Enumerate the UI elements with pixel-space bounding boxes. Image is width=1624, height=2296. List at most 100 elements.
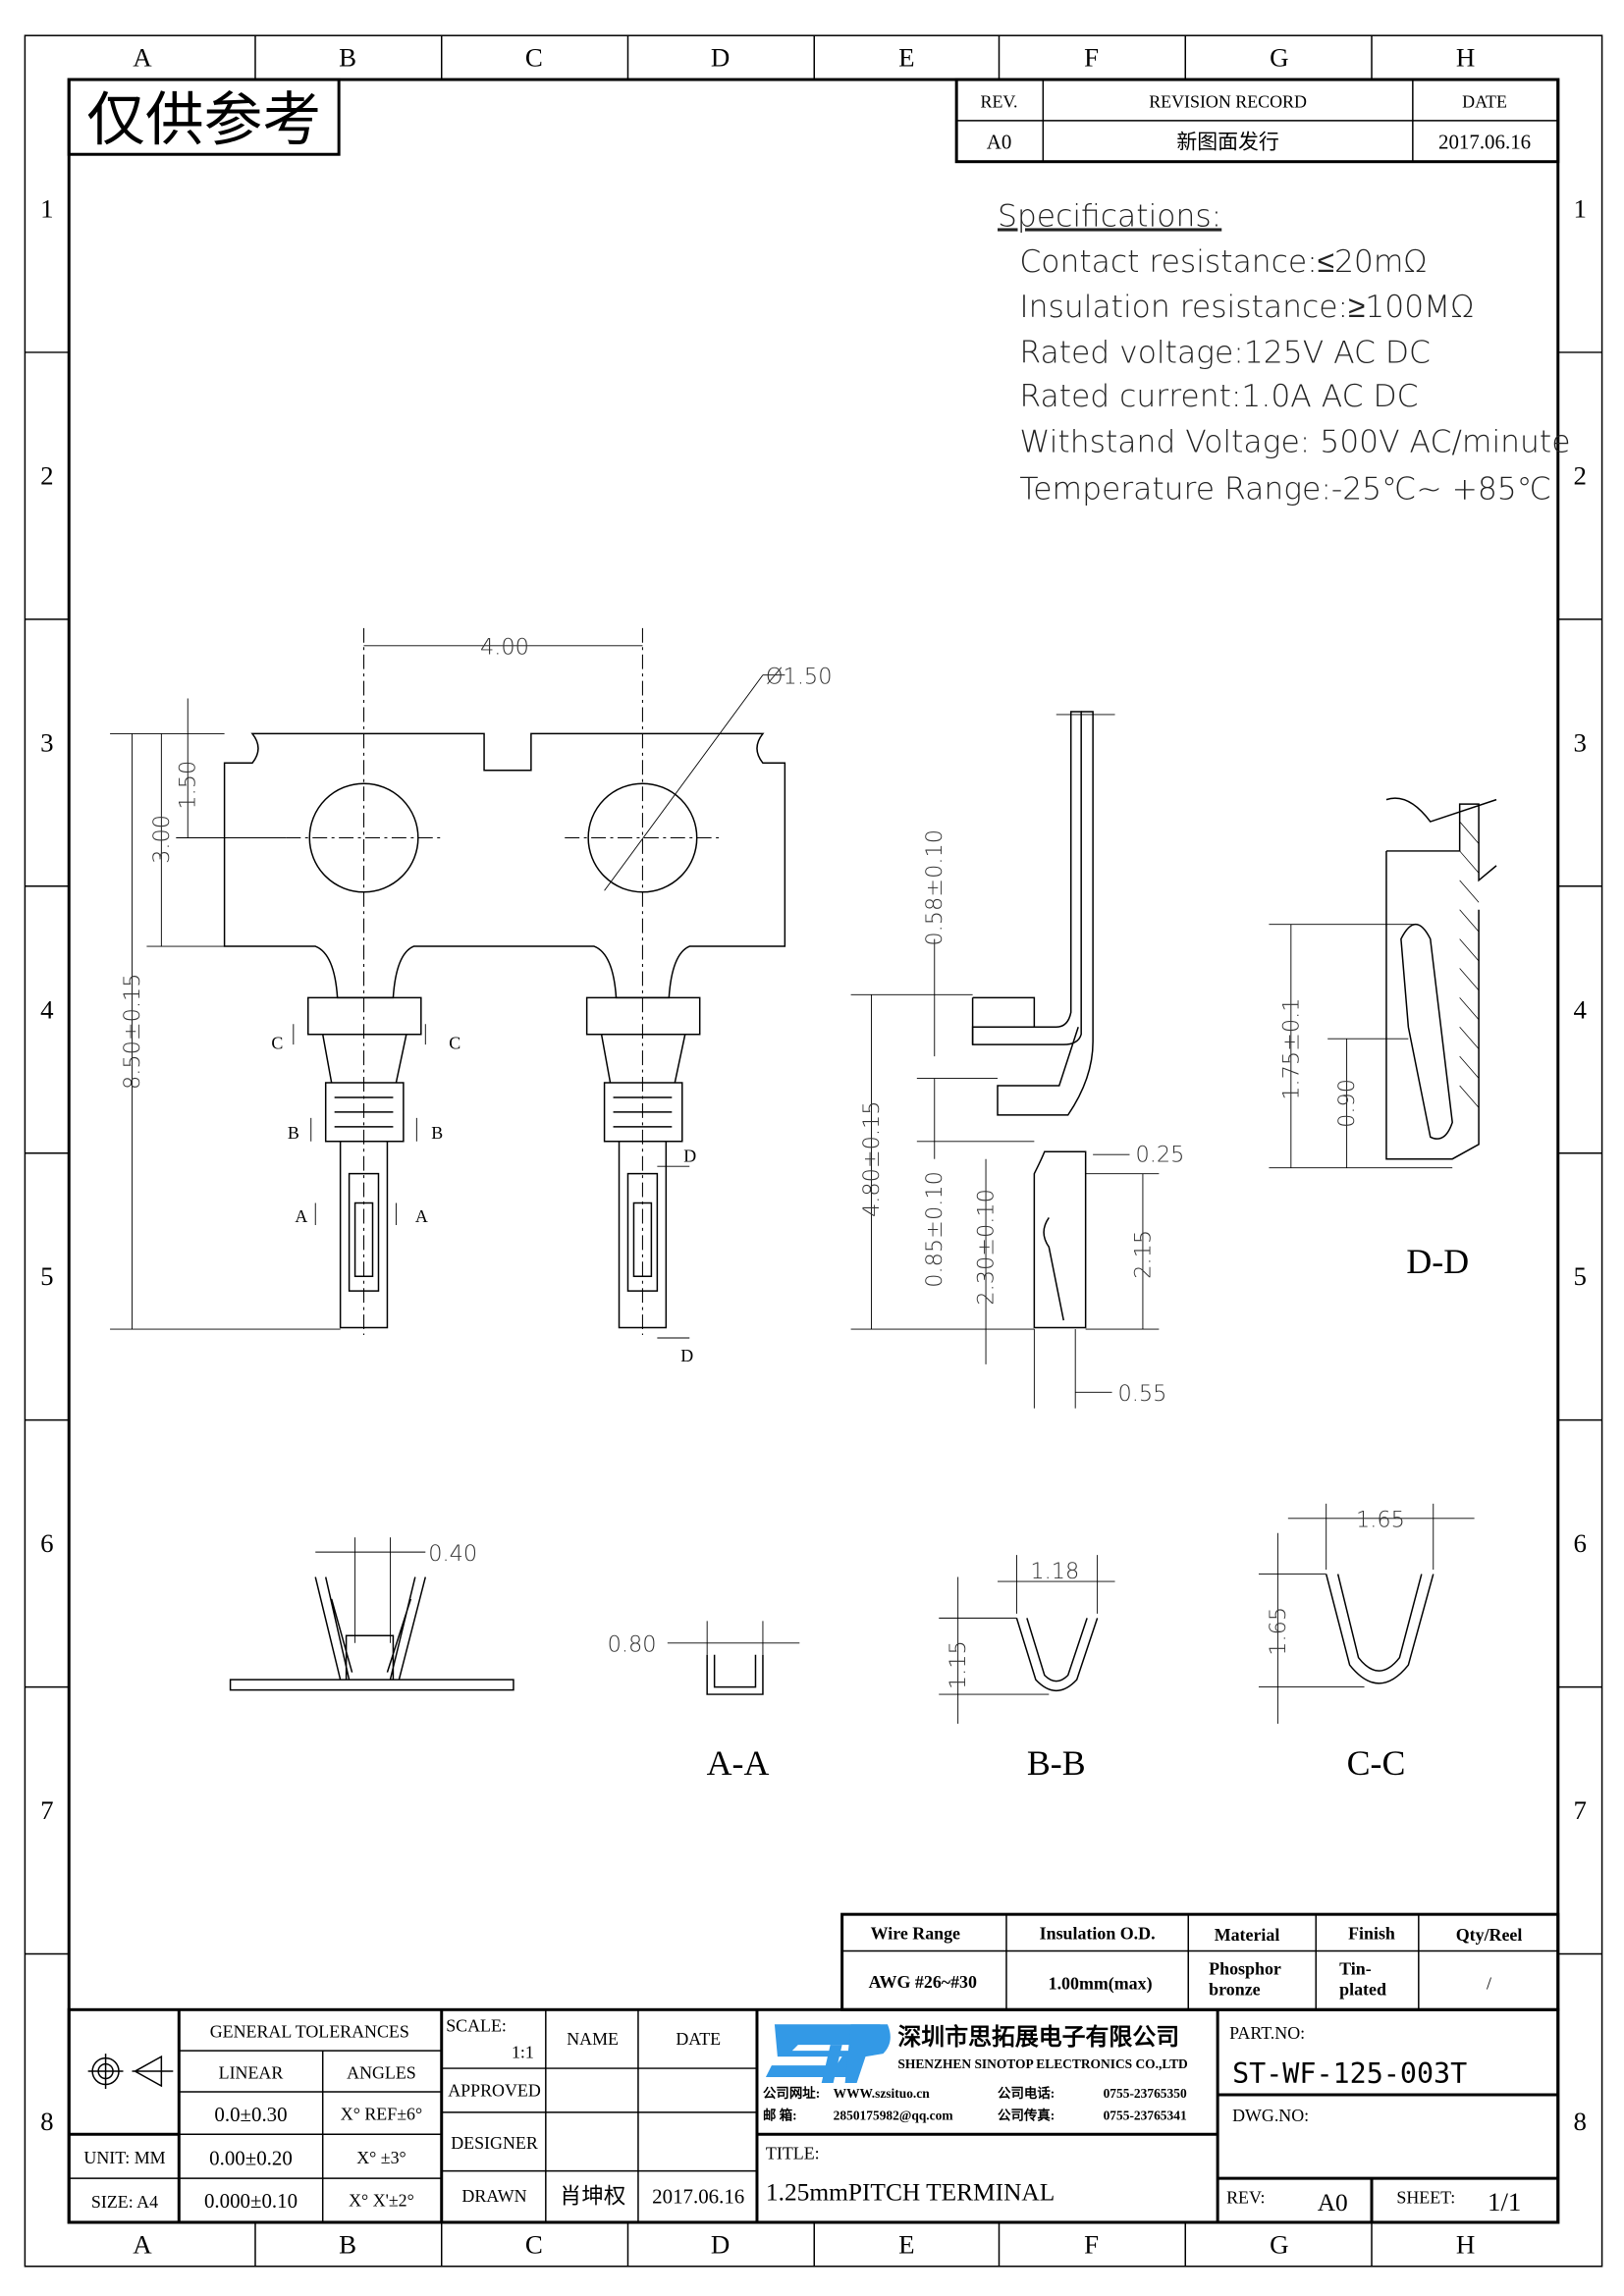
material-header: Material	[1215, 1925, 1280, 1945]
column-label: D	[711, 2229, 730, 2259]
section-mark-a: A	[415, 1206, 428, 1226]
unit-label: UNIT: MM	[83, 2148, 165, 2167]
section-d-d: 1.75±0.1 0.90 D-D	[1269, 797, 1497, 1281]
fax-label: 公司传真:	[998, 2107, 1055, 2122]
section-a-a: 0.80 A-A	[608, 1621, 800, 1783]
scale-label: SCALE:	[446, 2016, 507, 2036]
dim-cc-height: 1.65	[1266, 1607, 1291, 1656]
material-value: Phosphor bronze	[1209, 1958, 1281, 2000]
row-label: 4	[1573, 994, 1587, 1024]
revision-record-header: REVISION RECORD	[1149, 91, 1307, 111]
row-label: 7	[1573, 1795, 1586, 1825]
company-logo	[765, 2024, 891, 2084]
spec-line: Contact resistance:≤20mΩ	[1019, 244, 1427, 280]
designer-label: DESIGNER	[451, 2133, 538, 2153]
reference-only-stamp: 仅供参考	[67, 78, 341, 156]
row-label: 4	[40, 994, 54, 1024]
scale-value: 1:1	[512, 2043, 534, 2062]
section-label-dd: D-D	[1406, 1242, 1469, 1281]
dwg-no-label: DWG.NO:	[1232, 2106, 1309, 2125]
size-label: SIZE: A4	[91, 2192, 158, 2212]
angle-tolerance: X° X'±2°	[349, 2191, 414, 2211]
row-label: 3	[1573, 727, 1586, 757]
revision-table: REV. REVISION RECORD DATE A0 新图面发行 2017.…	[954, 78, 1560, 164]
date-label: DATE	[676, 2029, 721, 2049]
rev-value: A0	[987, 130, 1012, 153]
drawn-date: 2017.06.16	[652, 2185, 744, 2209]
row-label: 5	[1573, 1261, 1586, 1291]
finish-value: Tin-plated	[1339, 1958, 1386, 2000]
qty-reel-value: /	[1487, 1973, 1491, 1993]
sheet-label: SHEET:	[1396, 2188, 1455, 2208]
row-label: 1	[40, 193, 53, 223]
column-label: F	[1084, 43, 1099, 73]
dim-bb-height: 1.15	[946, 1640, 971, 1689]
dim-side-0-55: 0.55	[1118, 1381, 1167, 1407]
column-label: A	[133, 43, 152, 73]
company-name-en: SHENZHEN SINOTOP ELECTRONICS CO.,LTD	[897, 2056, 1188, 2071]
insulation-od-header: Insulation O.D.	[1040, 1924, 1156, 1944]
phone-value: 0755-23765350	[1104, 2086, 1187, 2101]
web-label: 公司网址:	[763, 2085, 820, 2101]
section-b-b: 1.18 1.15 B-B	[939, 1555, 1115, 1783]
part-number: ST-WF-125-003T	[1232, 2057, 1467, 2090]
wire-spec-table: Wire Range Insulation O.D. Material Fini…	[840, 1912, 1560, 2011]
dim-side-0-25: 0.25	[1135, 1143, 1184, 1168]
title-block: GENERAL TOLERANCES LINEAR ANGLES 0.0±0.3…	[67, 2007, 1560, 2224]
drawing-title: 1.25mmPITCH TERMINAL	[766, 2179, 1055, 2207]
email-value: 2850175982@qq.com	[834, 2108, 953, 2122]
drawn-label: DRAWN	[461, 2186, 526, 2206]
column-label: F	[1084, 2229, 1099, 2259]
dim-overall-height: 8.50±0.15	[120, 973, 145, 1090]
sheet-value: 1/1	[1488, 2187, 1521, 2216]
dim-cc-width: 1.65	[1356, 1508, 1405, 1533]
column-label: H	[1456, 2229, 1475, 2259]
row-label: 5	[40, 1261, 53, 1291]
section-mark-b: B	[288, 1123, 299, 1143]
company-name-cn: 深圳市思拓展电子有限公司	[897, 2023, 1179, 2051]
dim-dd-0-90: 0.90	[1334, 1079, 1360, 1128]
column-label: E	[898, 43, 914, 73]
rev-label: REV:	[1226, 2188, 1265, 2208]
column-label: D	[711, 43, 730, 73]
linear-label: LINEAR	[219, 2063, 284, 2083]
wire-range-header: Wire Range	[871, 1924, 960, 1944]
dim-side-0-58: 0.58±0.10	[922, 829, 947, 946]
dim-pitch: 4.00	[480, 635, 529, 661]
spec-line: Insulation resistance:≥100MΩ	[1019, 290, 1474, 325]
row-label: 8	[1573, 2107, 1586, 2136]
row-label: 3	[40, 727, 53, 757]
column-label: B	[339, 43, 356, 73]
front-view: 4.00 Ø1.50 8.50±0.15 3.00 1.50 C C B B A…	[110, 627, 832, 1365]
approved-label: APPROVED	[448, 2080, 541, 2100]
row-label: 1	[1573, 193, 1586, 223]
spec-line: Withstand Voltage: 500V AC/minute	[1019, 425, 1570, 460]
specifications: Specifications: Contact resistance:≤20mΩ…	[998, 198, 1571, 507]
bottom-view: 0.40	[229, 1537, 514, 1691]
name-label: NAME	[567, 2029, 619, 2049]
column-label: C	[525, 2229, 543, 2259]
web-value: WWW.szsituo.cn	[834, 2086, 931, 2101]
row-label: 2	[1573, 460, 1586, 490]
date-header: DATE	[1462, 91, 1507, 111]
revision-date-value: 2017.06.16	[1438, 130, 1531, 153]
row-label: 7	[40, 1795, 53, 1825]
linear-tolerance: 0.00±0.20	[209, 2147, 293, 2170]
column-label: C	[525, 43, 543, 73]
dim-aa-0-80: 0.80	[608, 1632, 657, 1658]
projection-symbol-icon	[87, 2054, 174, 2089]
section-mark-c: C	[271, 1034, 283, 1053]
spec-line: Temperature Range:-25℃~ +85℃	[1019, 471, 1551, 507]
row-label: 2	[40, 460, 53, 490]
revision-record-value: 新图面发行	[1176, 130, 1279, 153]
fax-value: 0755-23765341	[1104, 2108, 1187, 2122]
general-tolerances-title: GENERAL TOLERANCES	[210, 2022, 409, 2042]
linear-tolerance: 0.000±0.10	[204, 2189, 298, 2213]
angle-tolerance: X° ±3°	[356, 2148, 406, 2167]
section-label-cc: C-C	[1347, 1743, 1406, 1783]
section-mark-d: D	[683, 1147, 696, 1166]
row-label: 6	[40, 1528, 53, 1558]
column-label: A	[133, 2229, 152, 2259]
spec-line: Rated current:1.0A AC DC	[1019, 379, 1418, 414]
